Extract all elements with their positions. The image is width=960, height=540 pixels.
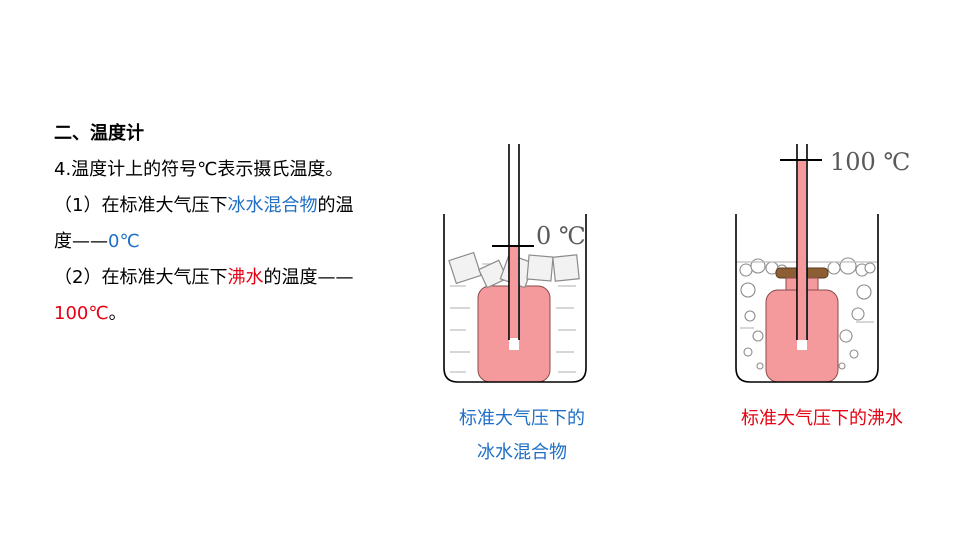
ice-cube — [478, 259, 508, 289]
bubble — [743, 347, 753, 357]
item-2-line-b: 100℃。 — [54, 296, 394, 332]
item-1-prefix: （1）在标准大气压下 — [54, 195, 228, 216]
item-2-suffix: 的温度—— — [263, 267, 354, 288]
bubble — [739, 263, 753, 277]
ice-caption-line-2: 冰水混合物 — [477, 442, 567, 463]
item-2-line-a: （2）在标准大气压下沸水的温度—— — [54, 260, 394, 296]
item-2-highlight: 沸水 — [227, 267, 264, 288]
item-2-prefix: （2）在标准大气压下 — [54, 267, 228, 288]
beaker — [735, 214, 879, 383]
line-4: 4.温度计上的符号℃表示摄氏温度。 — [54, 159, 344, 180]
bubble — [838, 362, 846, 370]
item-1-line-b: 度——0℃ — [54, 224, 394, 260]
item-1-suffix-a: 的温 — [317, 195, 354, 216]
bubble — [849, 349, 859, 359]
bubble — [740, 282, 756, 298]
item-2-value: 100℃ — [54, 303, 109, 324]
ice-caption: 标准大气压下的 冰水混合物 — [432, 402, 612, 470]
boiling-water-beaker-figure — [735, 140, 879, 383]
item-1-line-a: （1）在标准大气压下冰水混合物的温 — [54, 188, 394, 224]
bubble — [856, 284, 872, 300]
thermometer-liquid — [798, 160, 806, 340]
boiling-temp-label: 100 ℃ — [830, 148, 911, 176]
bubble — [864, 262, 876, 274]
ice-cube — [526, 254, 554, 282]
bubble — [752, 330, 764, 342]
ice-cube — [448, 251, 482, 285]
bubble — [851, 307, 865, 321]
bubble — [756, 362, 764, 370]
item-1-suffix-b: 度—— — [54, 231, 108, 252]
beaker — [443, 214, 587, 383]
ice-caption-line-1: 标准大气压下的 — [459, 408, 585, 429]
section-heading: 二、温度计 — [54, 123, 144, 144]
ice-temp-label: 0 ℃ — [536, 222, 586, 250]
bubble — [839, 329, 853, 343]
bubble — [750, 258, 766, 274]
thermometer-liquid — [510, 246, 518, 338]
item-1-highlight: 冰水混合物 — [227, 195, 318, 216]
boiling-caption: 标准大气压下的沸水 — [741, 408, 903, 429]
bubble — [839, 257, 857, 275]
bubble — [744, 310, 756, 322]
explanation-text: 二、温度计 4.温度计上的符号℃表示摄氏温度。 （1）在标准大气压下冰水混合物的… — [54, 116, 394, 332]
item-2-end: 。 — [108, 303, 127, 324]
item-1-value: 0℃ — [108, 231, 140, 252]
bubble — [827, 261, 841, 275]
ice-cube — [552, 254, 580, 282]
ice-water-beaker-figure — [443, 140, 587, 383]
